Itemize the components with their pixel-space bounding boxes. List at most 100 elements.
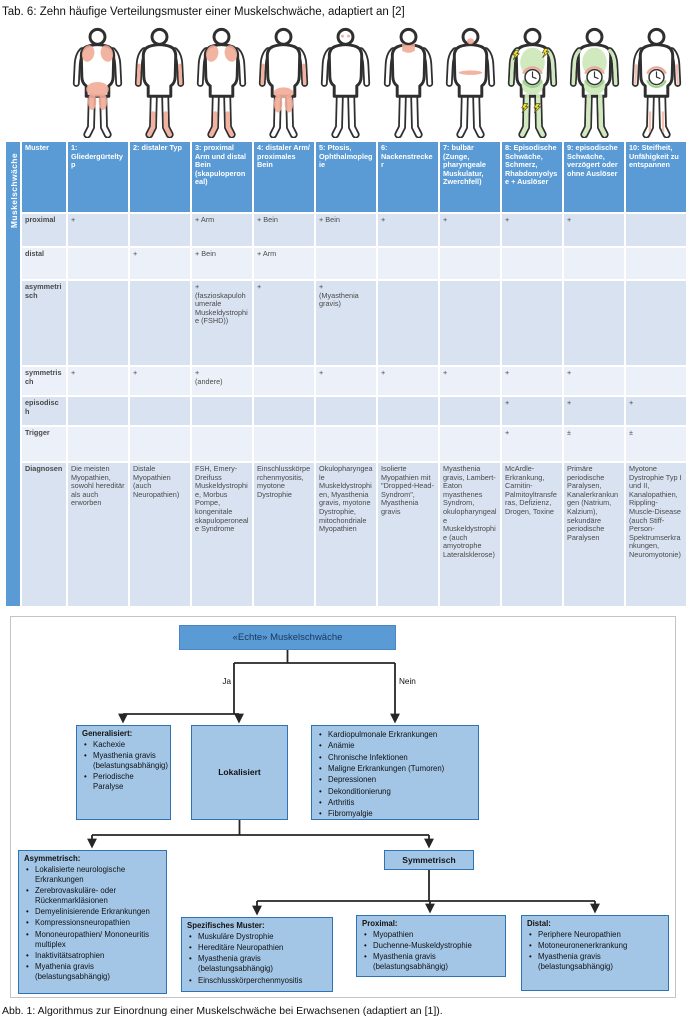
body-figure-icon — [383, 27, 433, 138]
table-cell: Isolierte Myopathien mit "Dropped-Head-S… — [376, 461, 440, 608]
table-cell: ± — [624, 425, 688, 463]
body-figure-pattern-7 — [439, 26, 501, 138]
asymmetrisch-list: Lokalisierte neurologische ErkrankungenZ… — [24, 865, 161, 982]
table-cell: + — [376, 365, 440, 397]
table-cell: + — [500, 365, 564, 397]
table-cell: Die meisten Myopathien, sowohl hereditär… — [66, 461, 130, 608]
column-header: 3: proximal Arm und distal Bein (skapulo… — [190, 140, 254, 214]
table-cell — [376, 246, 440, 281]
body-figures-row — [66, 20, 688, 138]
table-cell — [314, 395, 378, 427]
bullet-item: Lokalisierte neurologische Erkrankungen — [24, 865, 161, 885]
column-header: 10: Steifheit, Unfähigkeit zu entspannen — [624, 140, 688, 214]
bullet-item: Maligne Erkrankungen (Tumoren) — [317, 764, 473, 774]
table-title: Tab. 6: Zehn häufige Verteilungsmuster e… — [2, 6, 405, 18]
bullet-item: Myathenia gravis (belastungsabhängig) — [24, 962, 161, 982]
table-cell: + — [500, 425, 564, 463]
table-cell: Einschlusskörperchenmyositis, myotone Dy… — [252, 461, 316, 608]
table-cell: + — [562, 395, 626, 427]
bullet-item: Inaktivitätsatrophien — [24, 951, 161, 961]
column-header: 5: Ptosis, Ophthalmoplegie — [314, 140, 378, 214]
nichtmuskulaer-list: Kardiopulmonale ErkrankungenAnämieChroni… — [317, 730, 473, 819]
bullet-item: Myasthenia gravis (belastungsabhängig) — [527, 952, 663, 972]
flow-node-title: Generalisiert: — [82, 729, 133, 738]
flow-node-title: Distal: — [527, 919, 551, 928]
table-cell — [438, 425, 502, 463]
table-cell — [66, 395, 130, 427]
table-cell — [66, 425, 130, 463]
table-cell — [252, 365, 316, 397]
table-cell — [562, 246, 626, 281]
bullet-item: Kardiopulmonale Erkrankungen — [317, 730, 473, 740]
bullet-item: Periphere Neuropathien — [527, 930, 663, 940]
body-figure-pattern-2 — [128, 26, 190, 138]
flow-node-distal: Distal: Periphere NeuropathienMotoneuron… — [521, 915, 669, 991]
table-side-label: Muskelschwäche — [4, 140, 22, 608]
flow-node-proximal: Proximal: MyopathienDuchenne-Muskeldystr… — [356, 915, 506, 977]
branch-label-nein: Nein — [399, 677, 416, 686]
column-header: 4: distaler Arm/ proximales Bein — [252, 140, 316, 214]
table-cell — [500, 279, 564, 367]
bullet-item: Chronische Infektionen — [317, 753, 473, 763]
flow-node-asymmetrisch: Asymmetrisch: Lokalisierte neurologische… — [18, 850, 167, 994]
body-figure-pattern-4 — [253, 26, 315, 138]
table-row: episodisch+++ — [5, 395, 688, 427]
flow-node-title: Spezifisches Muster: — [187, 921, 265, 930]
table-cell — [438, 395, 502, 427]
table-cell: + — [128, 365, 192, 397]
table-row: distal++ Bein+ Arm — [5, 246, 688, 281]
table-cell: + — [252, 279, 316, 367]
table-cell: + Bein — [190, 246, 254, 281]
table-cell — [562, 279, 626, 367]
flow-node-lokalisiert: Lokalisiert — [191, 725, 288, 820]
row-label: episodisch — [20, 395, 68, 427]
table-cell — [190, 425, 254, 463]
bullet-item: Einschlusskörperchenmyositis — [187, 976, 327, 986]
table-cell: + — [376, 212, 440, 248]
body-figure-icon — [196, 27, 247, 138]
bullet-item: Fibromyalgie — [317, 809, 473, 819]
table-row: symmetrisch+++ (andere)+++++ — [5, 365, 688, 397]
table-cell: + — [562, 212, 626, 248]
table-cell: + — [500, 395, 564, 427]
row-label: asymmetrisch — [20, 279, 68, 367]
bullet-item: Anämie — [317, 741, 473, 751]
body-figure-icon — [321, 27, 371, 138]
table-cell: + Bein — [252, 212, 316, 248]
table-cell — [128, 279, 192, 367]
table-cell — [438, 279, 502, 367]
column-header: 7: bulbär (Zunge, pharyngeale Muskulatur… — [438, 140, 502, 214]
body-figure-icon — [445, 27, 495, 138]
flow-node-root: «Echte» Muskelschwäche — [179, 625, 396, 650]
table-cell: + (faszioskapulohumerale Muskeldystrophi… — [190, 279, 254, 367]
table-cell: + — [438, 212, 502, 248]
table-cell: Myotone Dystrophie Typ I und II, Kanalop… — [624, 461, 688, 608]
body-figure-pattern-8 — [501, 26, 563, 138]
body-figure-icon — [570, 27, 620, 138]
table-cell — [128, 425, 192, 463]
bullet-item: Kompressionsneuropathien — [24, 918, 161, 928]
row-label: symmetrisch — [20, 365, 68, 397]
bullet-item: Myopathien — [362, 930, 500, 940]
row-label: Diagnosen — [20, 461, 68, 608]
row-label: Trigger — [20, 425, 68, 463]
flow-node-generalisiert: Generalisiert: KachexieMyasthenia gravis… — [76, 725, 171, 820]
body-figure-pattern-10 — [626, 26, 688, 138]
distal-list: Periphere NeuropathienMotoneuronenerkran… — [527, 930, 663, 972]
table-cell: + Arm — [190, 212, 254, 248]
bullet-item: Arthritis — [317, 798, 473, 808]
table-row: asymmetrisch + (faszioskapulohumerale Mus… — [5, 279, 688, 367]
body-figure-icon — [507, 27, 558, 138]
bullet-item: Zerebrovaskuläre- oder Rückenmarkläsione… — [24, 886, 161, 906]
table-cell — [376, 395, 440, 427]
table-cell: Okulopharyngeale Muskeldystrophien, Myas… — [314, 461, 378, 608]
table-cell — [376, 425, 440, 463]
body-figure-pattern-5 — [315, 26, 377, 138]
table-cell — [66, 246, 130, 281]
table-cell — [438, 246, 502, 281]
table-cell — [128, 395, 192, 427]
row-label: distal — [20, 246, 68, 281]
table-cell — [314, 425, 378, 463]
bullet-item: Duchenne-Muskeldystrophie — [362, 941, 500, 951]
